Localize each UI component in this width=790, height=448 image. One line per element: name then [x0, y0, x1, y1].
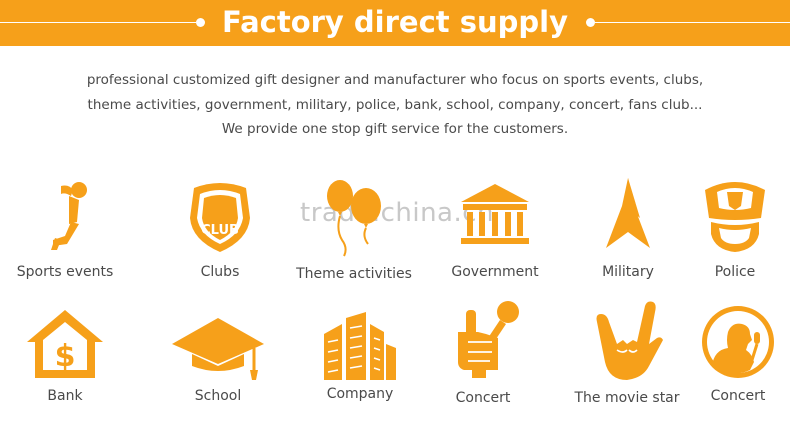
item-clubs: CLUB Clubs [155, 178, 285, 280]
singer-microphone-icon [702, 306, 774, 378]
police-badge-icon [705, 182, 765, 252]
item-company: Company [295, 310, 425, 402]
item-label: Bank [47, 388, 83, 404]
item-sports-events: Sports events [0, 178, 130, 280]
office-buildings-icon [324, 312, 396, 380]
bank-house-dollar-icon: $ [27, 310, 103, 378]
page-title: Factory direct supply [221, 5, 569, 39]
item-police: Police [670, 178, 790, 280]
item-label: School [194, 388, 242, 404]
item-school: School [153, 314, 283, 404]
star-icon [606, 178, 650, 248]
banner-left-dot [196, 18, 205, 27]
rock-hand-icon [596, 301, 663, 380]
item-bank: $ Bank [0, 306, 130, 404]
svg-text:CLUB: CLUB [201, 223, 239, 238]
item-label: Government [451, 264, 539, 280]
item-concert-1: Concert [418, 298, 548, 406]
banner-right-dot [586, 18, 595, 27]
item-label: The movie star [574, 390, 680, 406]
item-label: Company [326, 386, 394, 402]
item-government: Government [430, 178, 560, 280]
item-label: Sports events [16, 264, 114, 280]
intro-line-1: professional customized gift designer an… [86, 72, 704, 88]
item-label: Concert [710, 388, 766, 404]
item-concert-2: Concert [673, 304, 790, 404]
item-label: Theme activities [296, 266, 412, 282]
graduation-cap-icon [172, 318, 264, 380]
government-building-icon [461, 184, 529, 244]
item-label: Concert [455, 390, 511, 406]
runner-icon [51, 182, 87, 250]
header-banner: Factory direct supply [0, 0, 790, 46]
item-label: Police [714, 264, 756, 280]
balloons-icon [327, 180, 381, 257]
svg-text:$: $ [55, 339, 76, 374]
item-label: Clubs [200, 264, 240, 280]
banner-left-line [0, 22, 196, 23]
item-theme-activities: Theme activities [289, 178, 419, 282]
intro-line-3: We provide one stop gift service for the… [221, 121, 569, 137]
club-badge-icon: CLUB [190, 183, 250, 252]
thumbs-up-microphone-icon [458, 301, 519, 378]
item-movie-star: The movie star [562, 300, 692, 406]
intro-line-2: theme activities, government, military, … [87, 96, 703, 113]
banner-right-line [595, 22, 790, 23]
intro-text: professional customized gift designer an… [0, 68, 790, 142]
item-military: Military [563, 178, 693, 280]
item-label: Military [602, 264, 654, 280]
